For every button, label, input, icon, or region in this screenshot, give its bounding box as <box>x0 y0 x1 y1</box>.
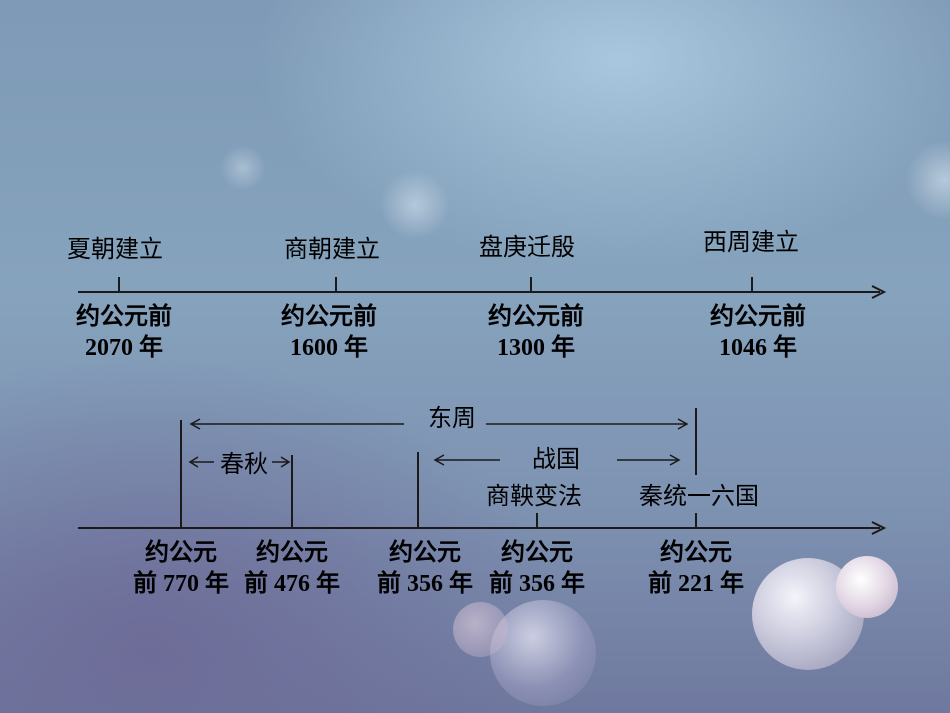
date-1300-line1: 约公元前 <box>488 302 584 330</box>
date-770-line1: 约公元 <box>145 538 217 566</box>
timeline1-arrowhead <box>871 285 887 299</box>
event-label-xia: 夏朝建立 <box>67 235 163 263</box>
background-bubble-small <box>836 556 898 618</box>
background-bubble-mid <box>490 600 596 706</box>
date-1300: 约公元前 1300 年 <box>488 300 584 364</box>
period-label-chunqiu: 春秋 <box>220 450 268 478</box>
period-label-dongzhou: 东周 <box>428 404 476 432</box>
period-label-zhanguo: 战国 <box>532 445 580 473</box>
event-label-qin: 秦统一六国 <box>639 482 759 510</box>
date-1046-line1: 约公元前 <box>710 302 806 330</box>
date-221-line1: 约公元 <box>660 538 732 566</box>
date-356-a-line1: 约公元 <box>389 538 461 566</box>
date-2070-line1: 约公元前 <box>76 302 172 330</box>
event-label-shangyang: 商鞅变法 <box>486 482 582 510</box>
date-476: 约公元 前 476 年 <box>244 536 340 600</box>
date-1046-line2: 1046 年 <box>719 335 797 361</box>
date-1300-line2: 1300 年 <box>497 335 575 361</box>
event-label-pangeng: 盘庚迁殷 <box>479 233 575 261</box>
date-2070-line2: 2070 年 <box>85 335 163 361</box>
date-1600-line1: 约公元前 <box>281 302 377 330</box>
event-label-xizhou: 西周建立 <box>703 228 799 256</box>
date-2070: 约公元前 2070 年 <box>76 300 172 364</box>
date-221-line2: 前 221 年 <box>648 571 744 597</box>
date-356-b-line1: 约公元 <box>501 538 573 566</box>
zhanguo-arrowhead-right <box>669 454 681 466</box>
date-356-a: 约公元 前 356 年 <box>377 536 473 600</box>
date-770: 约公元 前 770 年 <box>133 536 229 600</box>
chunqiu-arrowhead-left <box>188 456 199 468</box>
timeline2-arrowhead <box>871 521 887 535</box>
date-1046: 约公元前 1046 年 <box>710 300 806 364</box>
event-label-shang: 商朝建立 <box>284 235 380 263</box>
background-bubble-glow-1 <box>380 170 450 240</box>
date-1600: 约公元前 1600 年 <box>281 300 377 364</box>
date-476-line1: 约公元 <box>256 538 328 566</box>
background-bubble-glow-3 <box>220 145 266 191</box>
background-bubble-faint <box>453 602 508 657</box>
dongzhou-arrowhead-left <box>189 418 201 430</box>
date-356-b: 约公元 前 356 年 <box>489 536 585 600</box>
date-356-b-line2: 前 356 年 <box>489 571 585 597</box>
chunqiu-arrowhead-right <box>280 456 291 468</box>
date-1600-line2: 1600 年 <box>290 335 368 361</box>
date-476-line2: 前 476 年 <box>244 571 340 597</box>
date-770-line2: 前 770 年 <box>133 571 229 597</box>
date-356-a-line2: 前 356 年 <box>377 571 473 597</box>
date-221: 约公元 前 221 年 <box>648 536 744 600</box>
zhanguo-arrowhead-left <box>433 454 445 466</box>
dongzhou-arrowhead-right <box>677 418 689 430</box>
